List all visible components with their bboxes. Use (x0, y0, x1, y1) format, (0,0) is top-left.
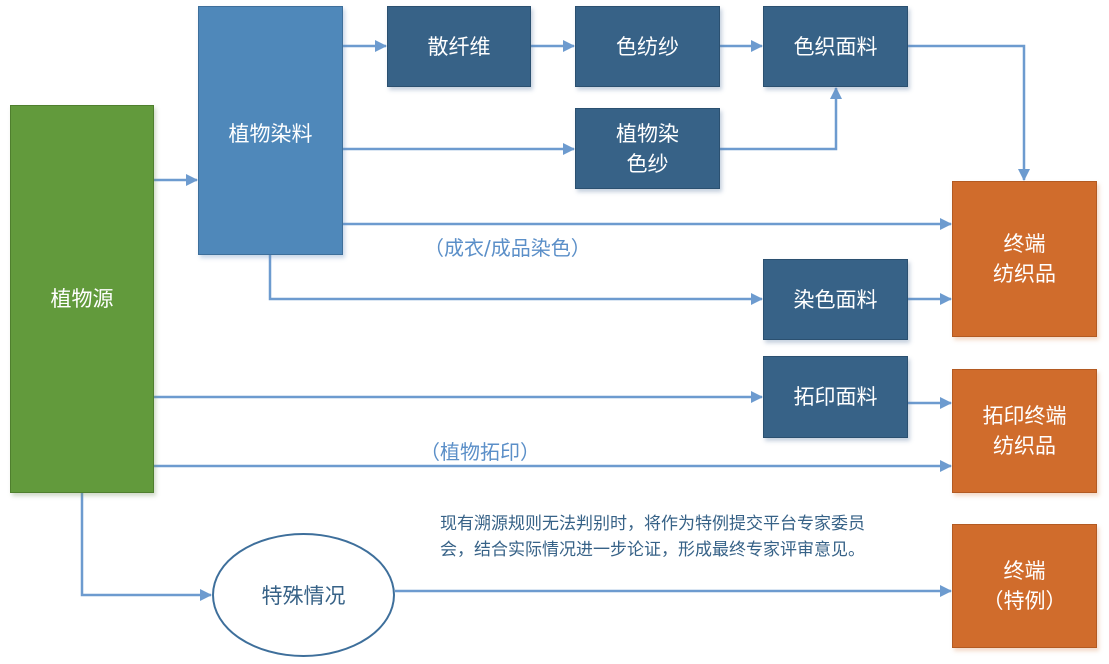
node-rubbing-end-textile-label: 拓印终端 纺织品 (982, 404, 1067, 458)
node-special-case[interactable]: 特殊情况 (212, 533, 395, 657)
node-color-woven-fabric[interactable]: 色织面料 (763, 6, 908, 87)
node-rubbing-fabric[interactable]: 拓印面料 (763, 356, 908, 438)
node-loose-fiber-label: 散纤维 (427, 34, 491, 59)
node-plant-dyed-yarn[interactable]: 植物染 色纱 (575, 108, 720, 189)
node-loose-fiber[interactable]: 散纤维 (387, 6, 531, 87)
node-dyed-fabric[interactable]: 染色面料 (763, 259, 908, 340)
node-plant-source[interactable]: 植物源 (10, 105, 154, 493)
node-plant-dyed-yarn-label: 植物染 色纱 (616, 121, 679, 176)
edge-dyedyarn-to-wovenfabric (719, 87, 842, 151)
node-special-case-label: 特殊情况 (261, 584, 346, 608)
edge-label-plant-rubbing: （植物拓印） (420, 440, 540, 464)
node-plant-source-label: 植物源 (50, 287, 114, 311)
edge-source-to-special (80, 492, 212, 601)
edge-label-garment-dyeing: （成衣/成品染色） (424, 236, 591, 260)
node-rubbing-end-textile[interactable]: 拓印终端 纺织品 (952, 369, 1097, 493)
node-rubbing-fabric-label: 拓印面料 (793, 385, 878, 409)
node-end-special[interactable]: 终端 （特例） (952, 524, 1097, 648)
edge-wovenfabric-to-end (908, 44, 1030, 181)
special-case-note: 现有溯源规则无法判别时，将作为特例提交平台专家委员会，结合实际情况进一步论证，形… (440, 514, 865, 560)
node-end-textile-label: 终端 纺织品 (993, 232, 1056, 286)
node-end-special-label: 终端 （特例） (982, 559, 1067, 613)
node-color-woven-fabric-label: 色织面料 (793, 34, 878, 59)
node-dyed-fabric-label: 染色面料 (793, 287, 878, 312)
node-plant-dye-label: 植物染料 (228, 122, 313, 146)
node-color-spun-yarn-label: 色纺纱 (616, 34, 679, 59)
node-plant-dye[interactable]: 植物染料 (198, 6, 343, 255)
node-color-spun-yarn[interactable]: 色纺纱 (575, 6, 720, 87)
node-end-textile[interactable]: 终端 纺织品 (952, 181, 1097, 337)
edge-dye-to-dyedfabric (268, 255, 763, 305)
